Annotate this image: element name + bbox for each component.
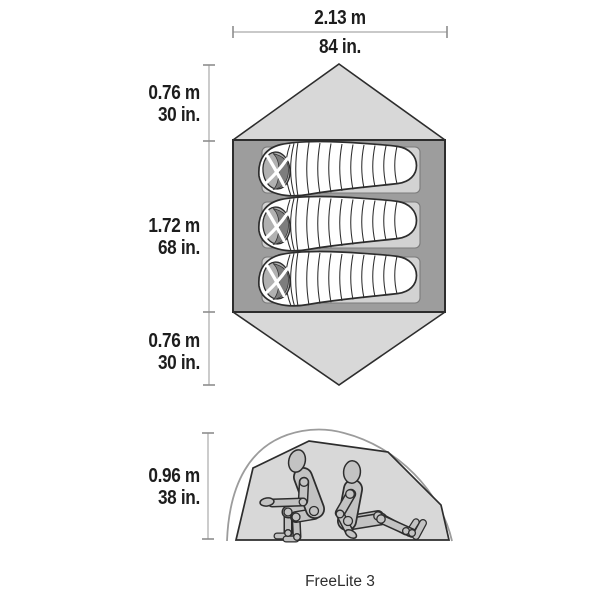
height-dimension-line: [202, 432, 214, 540]
floor-length-label: 1.72 m 68 in.: [148, 215, 201, 259]
peak-height-imperial: 38 in.: [158, 487, 200, 509]
width-metric-label: 2.13 m: [314, 7, 366, 29]
head: [342, 460, 362, 484]
mannequin-sitting: [334, 460, 427, 540]
floor-length-metric: 1.72 m: [148, 215, 201, 237]
peak-height-label: 0.96 m 38 in.: [148, 465, 201, 509]
floor-length-imperial: 68 in.: [158, 237, 200, 259]
product-name-caption: FreeLite 3: [305, 573, 375, 590]
width-imperial-label: 84 in.: [319, 36, 361, 58]
tent-side-view: [226, 428, 453, 543]
hand: [259, 497, 275, 507]
vestibule-top-imperial: 30 in.: [158, 104, 200, 126]
hand: [344, 528, 358, 540]
peak-height-metric: 0.96 m: [148, 465, 201, 487]
vestibule-bottom-imperial: 30 in.: [158, 352, 200, 374]
tent-top-view: [232, 63, 446, 386]
vestibule-bottom-label: 0.76 m 30 in.: [148, 330, 201, 374]
length-dimension-line: [203, 64, 215, 386]
vestibule-top-label: 0.76 m 30 in.: [148, 82, 201, 126]
head: [287, 449, 307, 473]
vestibule-top-metric: 0.76 m: [148, 82, 201, 104]
fly-curve-outline: [226, 428, 453, 542]
mannequin-crouching: [259, 449, 325, 543]
vestibule-bottom-metric: 0.76 m: [148, 330, 201, 352]
width-dimension-line: [232, 26, 448, 38]
